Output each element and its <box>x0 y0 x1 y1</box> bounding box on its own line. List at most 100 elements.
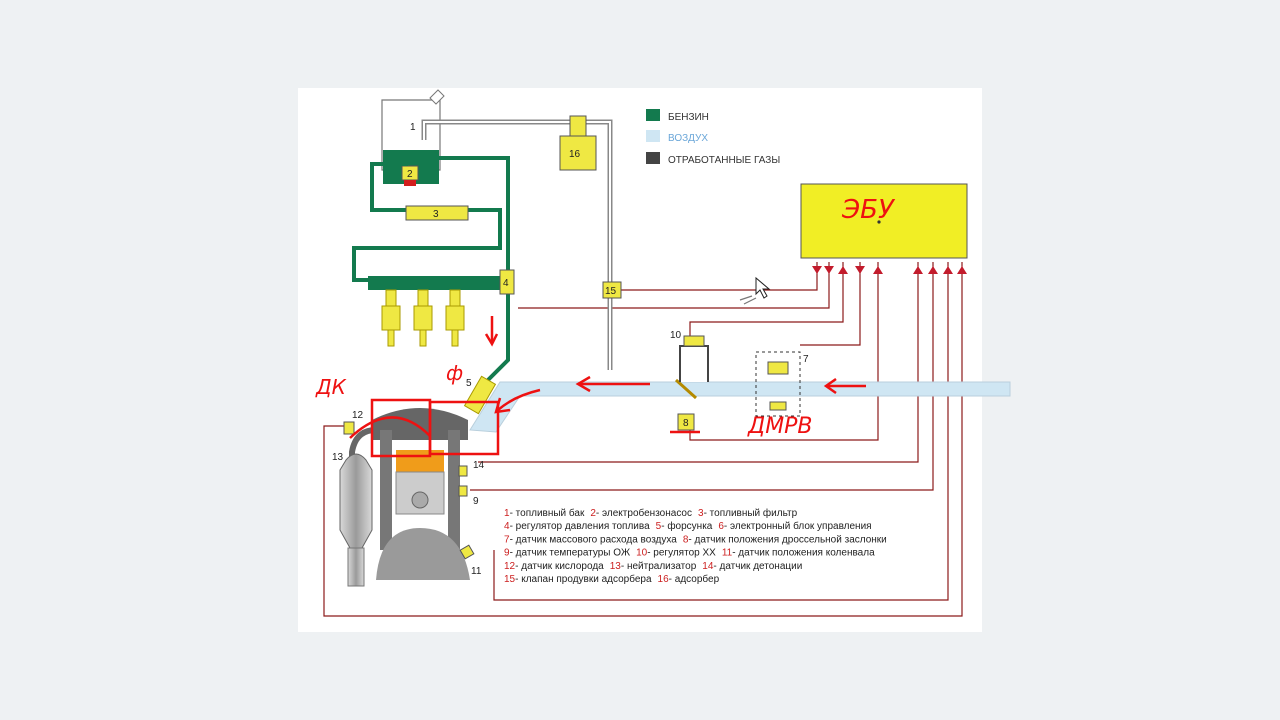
caption-description: - нейтрализатор <box>621 561 697 572</box>
adsorber <box>559 135 597 171</box>
annotation-ecu: ЭБУ <box>841 195 896 225</box>
caption-number: 9 <box>504 548 510 559</box>
caption-number: 12 <box>504 561 516 572</box>
annotation-maf: ДМРВ <box>747 414 813 439</box>
caption-number: 8 <box>683 534 689 545</box>
caption-line: 7- датчик массового расхода воздуха 8- да… <box>504 534 887 545</box>
label-5: 5 <box>466 378 472 389</box>
ecu-dot <box>877 220 881 224</box>
caption-description: - регулятор ХХ <box>647 548 716 559</box>
crankcase <box>376 528 470 580</box>
caption-number: 13 <box>610 561 622 572</box>
caption-number: 1 <box>504 508 510 519</box>
crank-pin <box>411 491 429 509</box>
annotations: ЭБУ ДМРВ ДК ф <box>315 195 896 458</box>
fuel-rail <box>368 276 500 290</box>
label-12: 12 <box>352 410 364 421</box>
label-8: 8 <box>683 418 689 429</box>
label-16: 16 <box>569 149 581 160</box>
mouse-cursor <box>755 276 771 299</box>
label-13: 13 <box>332 452 344 463</box>
annotation-injector: ф <box>446 361 463 385</box>
annotation-chamber: ДК <box>315 375 347 399</box>
caption-number: 2 <box>590 508 596 519</box>
throttle-plate <box>674 378 698 400</box>
legend-label-fuel: БЕНЗИН <box>668 112 709 123</box>
caption-line: 4- регулятор давления топлива 5- форсунка… <box>504 520 872 532</box>
legend-swatch-exhaust <box>646 152 660 164</box>
label-2: 2 <box>407 169 413 180</box>
pressure-regulator <box>499 269 515 295</box>
caption-description: - топливный фильтр <box>704 507 798 519</box>
purge-valve <box>602 281 622 299</box>
cursor-scribble <box>739 295 757 305</box>
caption-number: 7 <box>504 534 510 545</box>
label-1: 1 <box>410 122 416 133</box>
exhaust-pipe <box>347 547 365 587</box>
caption-description: - форсунка <box>661 520 713 532</box>
cylinder-head <box>372 408 468 440</box>
legend-label-air: ВОЗДУХ <box>668 133 708 144</box>
legend-swatch-fuel <box>646 109 660 121</box>
caption-description: - датчик положения коленвала <box>732 548 875 559</box>
caption-description: - регулятор давления топлива <box>510 521 651 532</box>
caption-line: 15- клапан продувки адсорбера 16- адсорбе… <box>504 573 720 585</box>
idle-regulator <box>679 345 709 382</box>
fuel-filter <box>405 205 469 221</box>
ecu-wiring <box>323 262 963 617</box>
label-10: 10 <box>670 330 682 341</box>
caption-description: - электронный блок управления <box>724 520 872 532</box>
label-11: 11 <box>471 566 482 577</box>
caption-description: - датчик массового расхода воздуха <box>510 534 678 545</box>
crank-sensor <box>459 544 475 560</box>
air-intake <box>469 381 1011 433</box>
caption-number: 4 <box>504 521 510 532</box>
caption-description: - датчик детонации <box>713 561 802 572</box>
label-15: 15 <box>605 286 617 297</box>
caption-line: 9- датчик температуры ОЖ 10- регулятор ХХ… <box>504 548 875 559</box>
caption-line: 1- топливный бак 2- электробензонасос 3- т… <box>504 507 798 519</box>
caption-description: - топливный бак <box>510 507 585 519</box>
caption-description: - электробензонасос <box>596 507 692 519</box>
coolant-sensor <box>458 485 468 497</box>
tank-vent <box>429 89 445 105</box>
fuel-pump-base <box>404 180 416 186</box>
caption: 1- топливный бак 2- электробензонасос 3- т… <box>504 507 887 585</box>
caption-description: - клапан продувки адсорбера <box>515 573 652 585</box>
ecu-box <box>800 183 968 259</box>
exhaust-manifold <box>349 426 381 470</box>
adsorber-cap <box>569 115 587 137</box>
caption-number: 6 <box>718 521 724 532</box>
oxygen-sensor <box>343 421 355 435</box>
label-14: 14 <box>473 460 485 471</box>
annotation-intake-arrow <box>497 388 541 411</box>
cylinder-wall-left <box>380 430 392 550</box>
label-4: 4 <box>503 278 509 289</box>
caption-number: 15 <box>504 574 516 585</box>
caption-description: - датчик температуры ОЖ <box>510 548 631 559</box>
caption-description: - датчик кислорода <box>515 561 604 572</box>
label-7: 7 <box>803 354 809 365</box>
cylinder-injector <box>463 375 497 415</box>
caption-number: 3 <box>698 508 704 519</box>
knock-sensor <box>458 465 468 477</box>
caption-description: - датчик положения дроссельной заслонки <box>688 534 886 545</box>
rail-injectors <box>381 289 465 347</box>
maf-sensor <box>767 361 789 375</box>
cylinder-wall-right <box>448 430 460 550</box>
throttle-sensor <box>677 413 695 431</box>
label-3: 3 <box>433 209 439 220</box>
caption-number: 5 <box>656 521 662 532</box>
caption-number: 16 <box>658 574 670 585</box>
caption-line: 12- датчик кислорода 13- нейтрализатор 14-… <box>504 561 802 572</box>
legend-label-exhaust: ОТРАБОТАННЫЕ ГАЗЫ <box>668 155 780 166</box>
annotation-combustion-arc <box>349 416 431 439</box>
caption-description: - адсорбер <box>669 573 720 585</box>
caption-number: 14 <box>702 561 714 572</box>
label-9: 9 <box>473 496 479 507</box>
caption-number: 10 <box>636 548 648 559</box>
catalyst <box>339 453 373 549</box>
fuel-lines <box>352 156 510 382</box>
